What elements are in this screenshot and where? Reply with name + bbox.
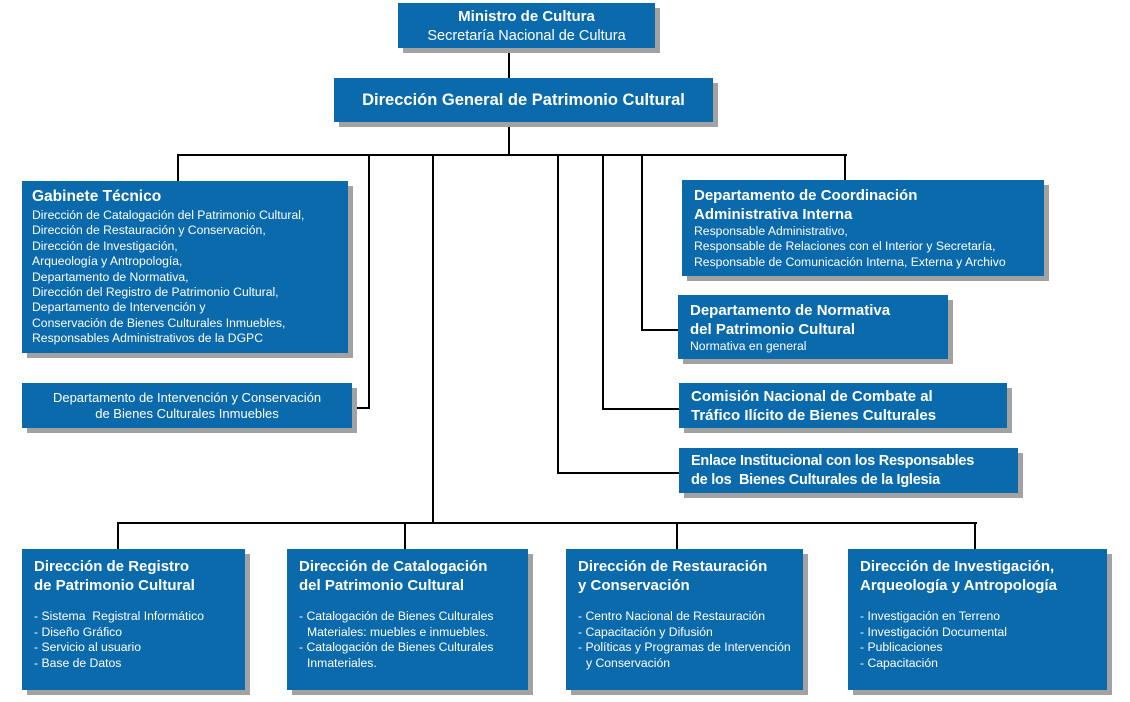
node-subtitle: Secretaría Nacional de Cultura — [427, 28, 626, 44]
node-direccion-restauracion: Dirección de Restauración y Conservación… — [566, 549, 803, 690]
node-title: Dirección General de Patrimonio Cultural — [362, 90, 685, 109]
node-title-block: Dirección de Investigación, Arqueología … — [860, 557, 1097, 595]
node-title: Departamento de Normativa — [690, 302, 891, 319]
node-list-item: - Diseño Gráfico — [34, 624, 123, 639]
node-list-item: - Catalogación de Bienes Culturales Mate… — [299, 609, 497, 639]
node-line: Arqueología y Antropología, — [32, 254, 183, 269]
node-list-item: - Servicio al usuario — [34, 640, 142, 654]
node-title: de Patrimonio Cultural — [34, 577, 195, 594]
node-enlace-institucional: Enlace Institucional con los Responsable… — [679, 448, 1018, 493]
node-line: Responsable de Comunicación Interna, Ext… — [694, 254, 1006, 269]
node-gabinete-tecnico: Gabinete Técnico Dirección de Catalogaci… — [22, 181, 348, 353]
node-line: Dirección de Catalogación del Patrimonio… — [32, 208, 305, 222]
node-title: del Patrimonio Cultural — [690, 321, 856, 338]
node-title: Administrativa Interna — [694, 206, 853, 223]
connector-drop-normativa-h — [641, 329, 679, 331]
connector-drop-enlace-h — [557, 472, 680, 474]
node-ministro-de-cultura: Ministro de Cultura Secretaría Nacional … — [398, 3, 655, 48]
node-title-block: Dirección de Registro de Patrimonio Cult… — [34, 557, 235, 595]
node-list-item: - Sistema Registral Informático — [34, 609, 205, 623]
connector-drop-intervencion-v — [368, 154, 370, 409]
node-line: Responsables Administrativos de la DGPC — [32, 331, 263, 346]
node-title: Ministro de Cultura — [458, 8, 595, 25]
connector-drop-restauracion — [676, 522, 678, 549]
node-title: Dirección de Catalogación — [299, 558, 488, 575]
node-direccion-registro: Dirección de Registro de Patrimonio Cult… — [22, 549, 245, 690]
connector-drop-registro — [117, 522, 119, 549]
node-title-block: Dirección de Catalogación del Patrimonio… — [299, 557, 518, 595]
connector-drop-coordinacion — [844, 154, 846, 181]
node-list-item: - Capacitación y Difusión — [578, 624, 713, 639]
node-direccion-catalogacion: Dirección de Catalogación del Patrimonio… — [287, 549, 528, 690]
node-line: Responsable de Relaciones con el Interio… — [694, 239, 996, 254]
node-title: Departamento de Coordinación — [694, 187, 918, 204]
node-title: Enlace Institucional con los Responsable… — [691, 452, 975, 469]
node-comision-trafico-ilicito: Comisión Nacional de Combate al Tráfico … — [679, 383, 1007, 428]
connector-drop-comision-v — [602, 154, 604, 410]
connector-drop-gabinete — [177, 154, 179, 181]
node-line: Departamento de Normativa, — [32, 269, 189, 284]
connector-drop-comision-h — [602, 408, 680, 410]
node-coordinacion-administrativa: Departamento de Coordinación Administrat… — [682, 180, 1044, 276]
connector-dg-bus — [508, 122, 510, 156]
node-list-item: - Catalogación de Bienes Culturales Inma… — [299, 640, 497, 670]
node-title: Tráfico Ilícito de Bienes Culturales — [691, 406, 937, 424]
node-title: Arqueología y Antropología — [860, 577, 1057, 594]
node-title: de los Bienes Culturales de la Iglesia — [691, 471, 940, 488]
node-title: Comisión Nacional de Combate al — [691, 387, 933, 405]
node-line: Conservación de Bienes Culturales Inmueb… — [32, 315, 286, 330]
node-departamento-intervencion: Departamento de Intervención y Conservac… — [22, 383, 352, 428]
node-direccion-investigacion: Dirección de Investigación, Arqueología … — [848, 549, 1107, 690]
node-title-block: Dirección de Restauración y Conservación — [578, 557, 793, 595]
node-title: Dirección de Registro — [34, 558, 190, 575]
node-line: Departamento de Intervención y — [32, 300, 206, 315]
connector-drop-investigacion — [974, 522, 976, 549]
node-normativa-patrimonio: Departamento de Normativa del Patrimonio… — [678, 295, 948, 359]
node-line: Dirección de Investigación, — [32, 238, 178, 253]
node-line: Responsable Administrativo, — [694, 224, 848, 238]
node-list-item: - Base de Datos — [34, 655, 122, 670]
node-line: Normativa en general — [690, 339, 807, 353]
node-list-item: - Investigación Documental — [860, 624, 1007, 639]
node-title: del Patrimonio Cultural — [299, 577, 465, 594]
node-title: y Conservación — [578, 577, 690, 594]
connector-bus-top — [177, 154, 847, 156]
node-direccion-general: Dirección General de Patrimonio Cultural — [334, 78, 713, 122]
node-list-item: - Publicaciones — [860, 640, 943, 654]
connector-drop-catalogacion — [404, 522, 406, 549]
node-title: Dirección de Investigación, — [860, 558, 1055, 575]
connector-drop-normativa-v — [641, 154, 643, 331]
node-list-item: - Capacitación — [860, 655, 938, 670]
node-line: Dirección de Restauración y Conservación… — [32, 223, 266, 238]
node-list-item: - Investigación en Terreno — [860, 609, 1001, 623]
node-line: de Bienes Culturales Inmuebles — [95, 405, 279, 421]
connector-trunk — [432, 154, 434, 524]
connector-ministro-dg — [508, 48, 510, 78]
connector-drop-intervencion-h — [351, 407, 370, 409]
node-list-item: - Políticas y Programas de Intervención … — [578, 640, 795, 670]
node-title: Gabinete Técnico — [32, 188, 162, 205]
connector-drop-enlace-v — [557, 154, 559, 474]
node-line: Departamento de Intervención y Conservac… — [52, 389, 322, 405]
node-title: Dirección de Restauración — [578, 558, 768, 575]
node-line: Dirección del Registro de Patrimonio Cul… — [32, 285, 279, 300]
node-list-item: - Centro Nacional de Restauración — [578, 609, 765, 623]
connector-bus-bottom — [117, 522, 977, 524]
